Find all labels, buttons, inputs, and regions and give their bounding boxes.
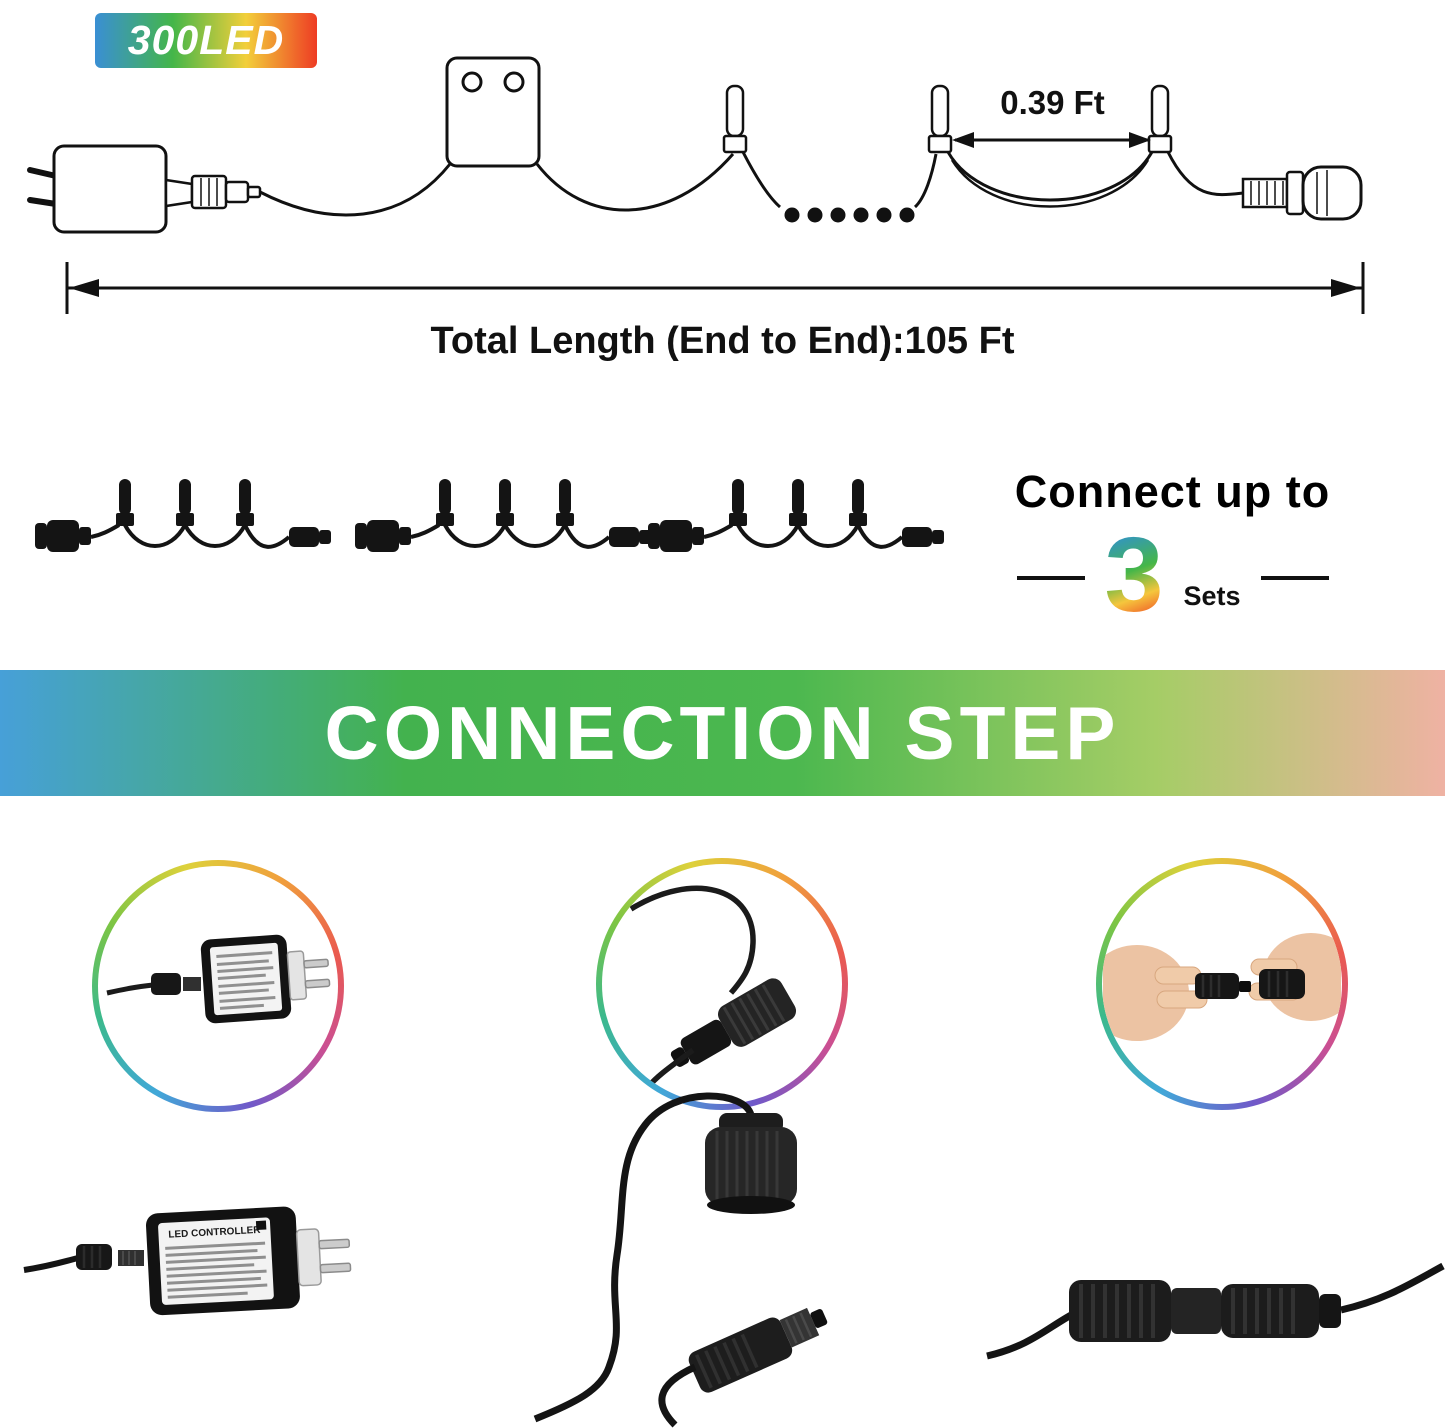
- hands-connecting-photo: [1103, 933, 1341, 1041]
- step3-detail-photo: [985, 1200, 1445, 1405]
- wire: [1166, 151, 1244, 197]
- rainbow-ring: [596, 858, 848, 1110]
- divider-left: [1016, 576, 1085, 580]
- wire: [913, 153, 938, 209]
- cap-and-connector-photo: [533, 1092, 828, 1428]
- step2-circle-photo: [602, 864, 842, 1104]
- rainbow-ring: [92, 860, 344, 1112]
- rainbow-ring: [1096, 858, 1348, 1110]
- wire: [946, 151, 1154, 202]
- wire: [259, 163, 452, 217]
- continuation-dots: [784, 207, 915, 223]
- capped-connector-photo: [629, 885, 797, 1089]
- light-set-2: [353, 477, 653, 554]
- wire: [741, 151, 782, 209]
- step2-detail-photo: [505, 1085, 950, 1428]
- connect-sets-number: 3: [1104, 515, 1164, 634]
- end-connector: [1241, 165, 1363, 221]
- bulb-spacing-label: 0.39 Ft: [1000, 84, 1105, 121]
- connection-step-3: [963, 796, 1445, 1428]
- connection-step-banner: CONNECTION STEP: [0, 670, 1445, 796]
- led-count-label: 300LED: [127, 17, 285, 63]
- wire: [950, 159, 1150, 208]
- connect-up-to-label: Connect up to: [1014, 466, 1331, 517]
- step1-detail-photo: LED CONTROLLER: [20, 1160, 460, 1365]
- led-bulb: [722, 84, 748, 154]
- step1-circle-photo: [98, 866, 338, 1106]
- step3-circle-photo: [1102, 864, 1342, 1104]
- light-set-1: [33, 477, 333, 554]
- banner-title: CONNECTION STEP: [324, 691, 1121, 775]
- light-set-3: [646, 477, 946, 554]
- connection-step-1: LED CONTROLLER: [0, 796, 481, 1428]
- divider-right: [1260, 576, 1329, 580]
- joined-connectors-photo: [986, 1262, 1445, 1360]
- connect-sets-unit: Sets: [1183, 581, 1241, 611]
- led-count-badge: 300LED: [95, 13, 317, 68]
- led-bulb: [927, 84, 953, 154]
- total-length-label: Total Length (End to End):105 Ft: [430, 320, 1015, 362]
- connectable-light-sets: [33, 477, 946, 554]
- controller-label-text: LED CONTROLLER: [168, 1225, 261, 1241]
- connect-sets-row: 3 Sets: [975, 515, 1370, 634]
- power-adapter: [27, 144, 262, 234]
- bulb-spacing-arrow: [952, 132, 1151, 148]
- total-length-dimension: [65, 262, 1365, 314]
- controller-box: [445, 56, 541, 168]
- adapter-plug-photo: [106, 934, 331, 1024]
- connection-step-2: [494, 796, 950, 1428]
- wire: [535, 153, 735, 212]
- adapter-connector-photo: LED CONTROLLER: [23, 1206, 352, 1316]
- string-light-diagram: [27, 56, 1365, 314]
